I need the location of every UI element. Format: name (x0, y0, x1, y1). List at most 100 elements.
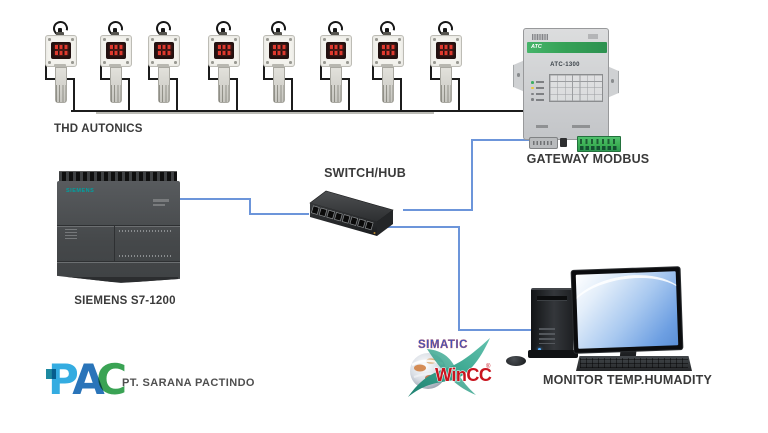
sensor-top-connector (56, 32, 64, 36)
sensor-probe-slots (159, 85, 169, 102)
sensor-probe-collar (439, 64, 451, 67)
sensor-display-row-humidity (109, 51, 123, 56)
sensor-probe-slots (219, 85, 229, 102)
switch-port-7 (357, 218, 366, 229)
pc-tower (531, 288, 573, 354)
pac-logo: P A C (46, 355, 128, 404)
plc-led-row-inputs (119, 230, 173, 232)
sensor-probe (330, 67, 342, 103)
sensor-led-display (378, 42, 398, 59)
switch-port-5 (341, 214, 351, 224)
sensor-corner-screws (48, 38, 51, 41)
sensor-probe (110, 67, 122, 103)
pac-letter-c: C (96, 355, 128, 404)
label-gateway-modbus: GATEWAY MODBUS (526, 152, 650, 166)
sensor-probe (440, 67, 452, 103)
sensor-wire-left (372, 60, 374, 79)
sensor-led-display (106, 42, 126, 59)
sensor-probe (273, 67, 285, 103)
switch-port-3 (326, 209, 336, 220)
sensor-led-display (326, 42, 346, 59)
pc-tower-base (528, 350, 578, 358)
gateway-serial-port (529, 137, 558, 149)
sensor-housing (372, 35, 404, 67)
sensor-wire-left (45, 60, 47, 79)
thd-temp-humidity-sensor (38, 18, 82, 112)
plc-nameplate (153, 199, 169, 207)
swoosh-blade-main (408, 338, 490, 397)
sensor-probe-slots (56, 85, 66, 102)
sensor-bus-wire-shadow (96, 112, 434, 114)
sensor-wire-left (320, 60, 322, 79)
sensor-wire-left (263, 60, 265, 79)
sensor-housing (320, 35, 352, 67)
sensor-probe-collar (272, 64, 284, 67)
switch-port-row (310, 205, 374, 231)
sensor-housing (148, 35, 180, 67)
thd-temp-humidity-sensor (141, 18, 185, 112)
simatic-text: SIMATIC (418, 339, 468, 351)
cable-switch-to-pc-seg3 (458, 329, 536, 331)
sensor-wire-drop (400, 78, 402, 111)
sensor-top-connector (383, 32, 391, 36)
monitoring-pc (498, 262, 718, 380)
sensor-display-row-humidity (439, 51, 453, 56)
plc-groove-upper (57, 225, 180, 226)
sensor-wire-left (148, 60, 150, 79)
gateway-led-indicators (531, 81, 544, 104)
gateway-small-label (588, 34, 598, 39)
label-monitor-temp-humidity: MONITOR TEMP.HUMADITY (543, 373, 713, 387)
sensor-wire-drop (348, 78, 350, 111)
label-siemens-s7-1200: SIEMENS S7-1200 (74, 295, 176, 307)
siemens-plc-device: SIEMENS (57, 169, 180, 286)
sensor-bus-wire (71, 110, 523, 112)
plc-groove-lower (57, 261, 180, 262)
sensor-probe-slots (274, 85, 284, 102)
sensor-top-connector (219, 32, 227, 36)
ethernet-switch-device (309, 190, 394, 236)
sensor-led-display (436, 42, 456, 59)
sensor-display-row-temperature (329, 44, 343, 49)
cable-plc-to-switch-seg1 (178, 198, 251, 200)
thd-temp-humidity-sensor (313, 18, 357, 112)
sensor-wire-left (100, 60, 102, 79)
sensor-probe-collar (381, 64, 393, 67)
sensor-display-row-humidity (157, 51, 171, 56)
plc-status-leds (65, 229, 77, 239)
monitor-bezel (570, 266, 684, 354)
sensor-probe-slots (111, 85, 121, 102)
sensor-probe-collar (109, 64, 121, 67)
sensor-probe-collar (157, 64, 169, 67)
pac-letter-p: P (48, 355, 79, 404)
gateway-bottom-label-left (536, 125, 548, 128)
sensor-corner-screws (211, 38, 214, 41)
keyboard-keys (580, 358, 688, 368)
sensor-wire-drop (176, 78, 178, 111)
switch-port-1 (310, 205, 320, 215)
cable-gateway-to-switch-seg2 (471, 139, 473, 211)
sensor-wire-left (208, 60, 210, 79)
plc-led-row-outputs (119, 255, 173, 257)
sensor-wire-left (430, 60, 432, 79)
sensor-led-display (154, 42, 174, 59)
cable-plc-to-switch-seg3 (249, 213, 309, 215)
sensor-wire-drop (73, 78, 75, 111)
sensor-wire-drop (236, 78, 238, 111)
plc-module-seam (114, 225, 115, 261)
sensor-corner-screws (433, 38, 436, 41)
gateway-model-number: ATC-1300 (550, 62, 580, 68)
pc-vents (539, 328, 555, 344)
wincc-registered-mark: ® (486, 363, 491, 370)
sensor-housing (430, 35, 462, 67)
plc-brand-text: SIEMENS (66, 188, 95, 194)
sensor-probe-collar (329, 64, 341, 67)
sensor-corner-screws (103, 38, 106, 41)
thd-temp-humidity-sensor (256, 18, 300, 112)
sensor-probe-collar (54, 64, 66, 67)
pc-dvd-slot (537, 296, 567, 301)
sensor-probe (218, 67, 230, 103)
pc-power-led (538, 348, 541, 351)
gateway-terminal-block (577, 136, 621, 152)
gateway-led-act (531, 98, 544, 101)
company-name: PT. SARANA PACTINDO (122, 377, 255, 389)
